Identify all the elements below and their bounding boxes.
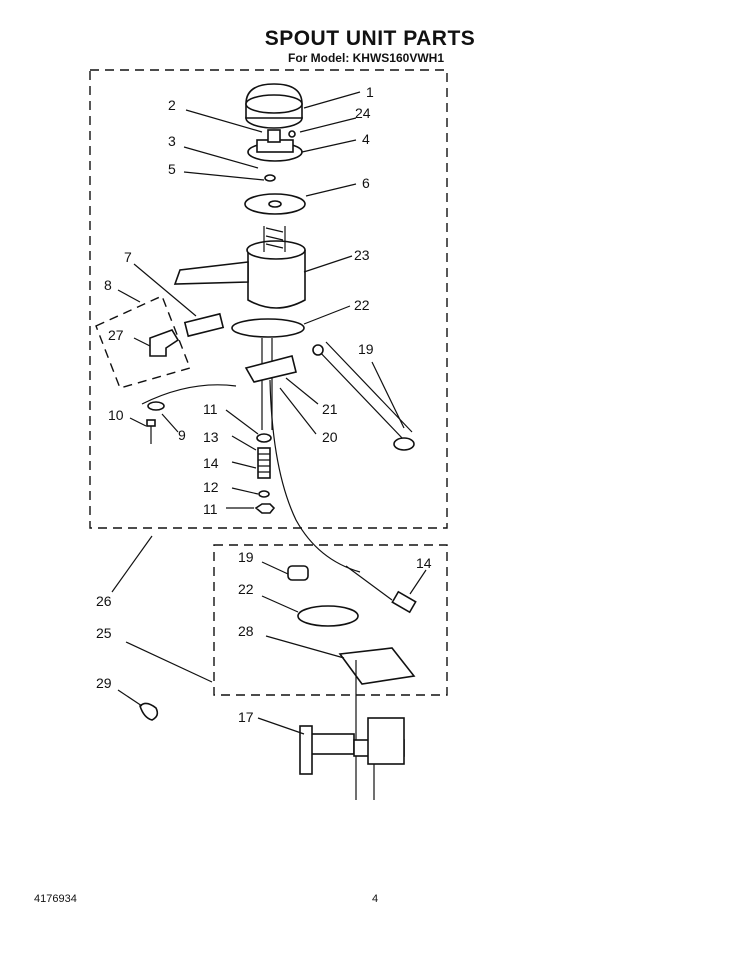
part-bracket — [244, 355, 297, 383]
kit-parts-box — [213, 544, 448, 696]
page-number: 4 — [372, 893, 379, 905]
callout-8: 8 — [104, 277, 112, 293]
kit-part-o-ring — [297, 605, 359, 627]
callout-21: 21 — [322, 401, 338, 417]
part-flange-plate — [244, 193, 306, 215]
callout-4: 4 — [362, 131, 370, 147]
part-tube-and-elbow — [149, 312, 225, 357]
part-cap — [245, 83, 303, 129]
part-handle-base — [247, 129, 303, 162]
page-title: SPOUT UNIT PARTS — [264, 27, 476, 50]
callout-26: 26 — [96, 593, 112, 609]
callout-23: 23 — [354, 247, 370, 263]
callout-28: 28 — [238, 623, 254, 639]
part-clamp — [139, 702, 159, 721]
callout-11-lower: 11 — [203, 501, 218, 517]
callout-17: 17 — [238, 709, 254, 725]
part-small-washer — [264, 174, 276, 182]
part-hose — [269, 379, 361, 573]
kit-part-cap — [287, 565, 309, 581]
callout-27: 27 — [108, 327, 124, 343]
part-clip-and-screw — [141, 384, 237, 444]
callout-12: 12 — [203, 479, 219, 495]
callout-14: 14 — [203, 455, 219, 471]
callout-14-kit: 14 — [416, 555, 432, 571]
callout-24: 24 — [355, 105, 371, 121]
callout-3: 3 — [168, 133, 176, 149]
elbow-group-box — [95, 295, 191, 389]
part-sprayer-tube — [312, 341, 415, 451]
spout-assembly-box — [89, 69, 448, 529]
callout-2: 2 — [168, 97, 176, 113]
callout-13: 13 — [203, 429, 219, 445]
callout-5: 5 — [168, 161, 176, 177]
kit-part-hose-end — [345, 565, 417, 614]
part-o-ring — [231, 318, 305, 338]
leader-lines — [111, 91, 427, 735]
callout-25: 25 — [96, 625, 112, 641]
document-number: 4176934 — [34, 893, 77, 905]
part-fittings-stack — [254, 433, 276, 514]
model-subtitle: For Model: KHWS160VWH1 — [287, 51, 444, 65]
callout-9: 9 — [178, 427, 186, 443]
callout-11-upper: 11 — [203, 401, 218, 417]
callout-7: 7 — [124, 249, 132, 265]
callout-6: 6 — [362, 175, 370, 191]
callout-22-kit: 22 — [238, 581, 254, 597]
part-spout-body — [173, 226, 306, 309]
callout-10: 10 — [108, 407, 124, 423]
callout-29: 29 — [96, 675, 112, 691]
part-valve — [299, 660, 405, 800]
callout-20: 20 — [322, 429, 338, 445]
kit-part-plate — [338, 647, 416, 685]
callout-19-kit: 19 — [238, 549, 254, 565]
callout-22: 22 — [354, 297, 370, 313]
callout-1: 1 — [366, 84, 374, 100]
callout-19: 19 — [358, 341, 374, 357]
